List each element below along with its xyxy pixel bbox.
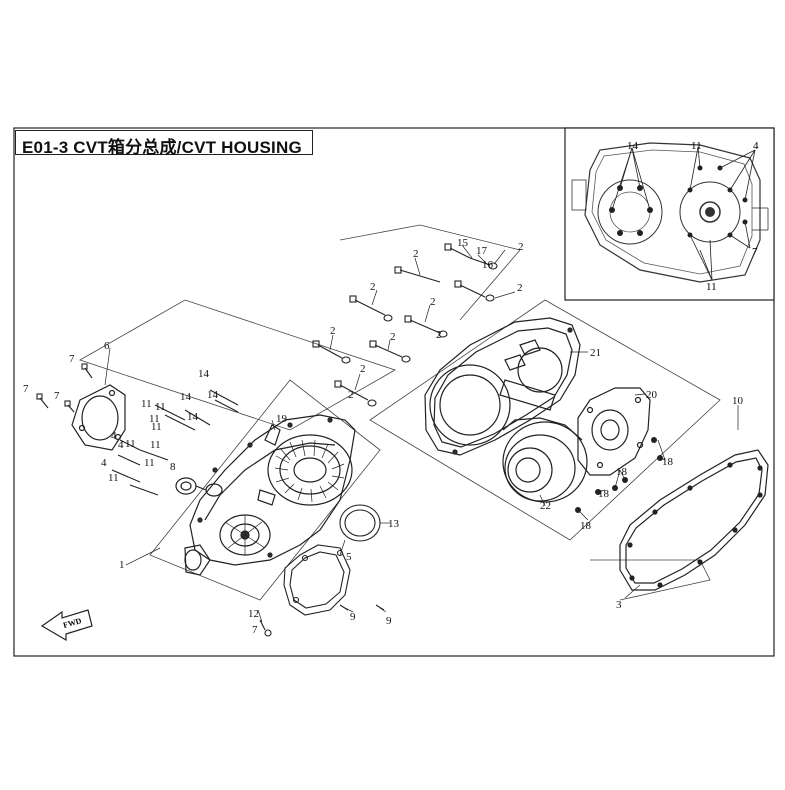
leader-lines <box>104 244 739 623</box>
callout-8: 8 <box>170 461 176 473</box>
callout-2: 2 <box>370 281 376 293</box>
callout-9: 9 <box>350 611 356 623</box>
callout-2: 2 <box>330 325 336 337</box>
callout-14: 14 <box>207 389 219 401</box>
callout-11: 11 <box>150 439 161 451</box>
callout-2: 2 <box>348 389 354 401</box>
callout-2: 2 <box>430 296 436 308</box>
callout-14: 14 <box>180 391 192 403</box>
callout-11: 11 <box>125 438 136 450</box>
callout-7: 7 <box>252 624 258 636</box>
inset-callout-14: 14 <box>627 140 639 152</box>
callout-16: 16 <box>482 259 494 271</box>
callout-9: 9 <box>386 615 392 627</box>
callout-11: 11 <box>108 472 119 484</box>
callout-2: 2 <box>436 329 442 341</box>
callout-15: 15 <box>457 237 469 249</box>
callout-18: 18 <box>662 456 674 468</box>
callout-17: 17 <box>476 245 488 257</box>
callout-4: 4 <box>111 430 117 442</box>
callout-21: 21 <box>590 347 601 359</box>
callout-5: 5 <box>346 551 352 563</box>
callout-11: 11 <box>155 401 166 413</box>
callout-7: 7 <box>69 353 75 365</box>
fwd-arrow-icon: FWD <box>40 609 93 642</box>
inset-callout-4: 4 <box>753 140 759 152</box>
callout-19: 19 <box>276 413 288 425</box>
callout-1: 1 <box>119 559 125 571</box>
callout-11: 11 <box>151 421 162 433</box>
page-title: E01-3 CVT箱分总成/CVT HOUSING <box>22 138 302 157</box>
small-gasket <box>339 504 381 542</box>
callout-12: 12 <box>248 608 259 620</box>
inner-housing <box>424 317 581 456</box>
inset-callout-11-top: 11 <box>691 140 702 152</box>
callout-2: 2 <box>413 248 419 260</box>
callout-7: 7 <box>54 390 60 402</box>
callout-14: 14 <box>187 411 199 423</box>
callout-7: 7 <box>23 383 29 395</box>
callout-11: 11 <box>141 398 152 410</box>
callout-22: 22 <box>540 500 551 512</box>
cover-gasket <box>283 544 351 616</box>
main-housing <box>184 414 356 576</box>
oil-seal <box>175 477 223 497</box>
callout-20: 20 <box>646 389 658 401</box>
callout-18: 18 <box>598 488 610 500</box>
callout-18: 18 <box>616 466 628 478</box>
callout-13: 13 <box>388 518 400 530</box>
callout-11: 11 <box>144 457 155 469</box>
callout-2: 2 <box>360 363 366 375</box>
callout-11: 11 <box>149 413 160 425</box>
diagram-frame <box>13 127 775 657</box>
callout-6: 6 <box>104 340 110 352</box>
inset-housing-outline <box>584 142 761 283</box>
callout-3: 3 <box>616 599 622 611</box>
callout-4: 4 <box>118 439 124 451</box>
cover-plate <box>577 387 651 476</box>
left-bolts <box>36 363 385 637</box>
callout-10: 10 <box>732 395 744 407</box>
inset-view: 14 11 4 7 11 <box>564 127 775 301</box>
gasket-plate <box>71 384 126 451</box>
inset-callout-7: 7 <box>752 246 758 258</box>
assembly-guide-lines <box>79 224 721 601</box>
inset-callout-11-bottom: 11 <box>706 281 717 293</box>
callout-18: 18 <box>580 520 592 532</box>
callout-14: 14 <box>198 368 210 380</box>
outer-cover-gasket <box>619 449 769 591</box>
callout-labels: 15 17 16 2 2 2 2 2 2 2 2 2 2 21 20 10 18… <box>23 237 744 636</box>
title-box: E01-3 CVT箱分总成/CVT HOUSING <box>15 130 313 157</box>
clutch-drum <box>502 417 588 503</box>
inset-frame <box>564 127 775 301</box>
bolt-set <box>312 243 498 407</box>
callout-2: 2 <box>390 331 396 343</box>
callout-2: 2 <box>518 241 524 253</box>
callout-4: 4 <box>101 457 107 469</box>
callout-2: 2 <box>517 282 523 294</box>
